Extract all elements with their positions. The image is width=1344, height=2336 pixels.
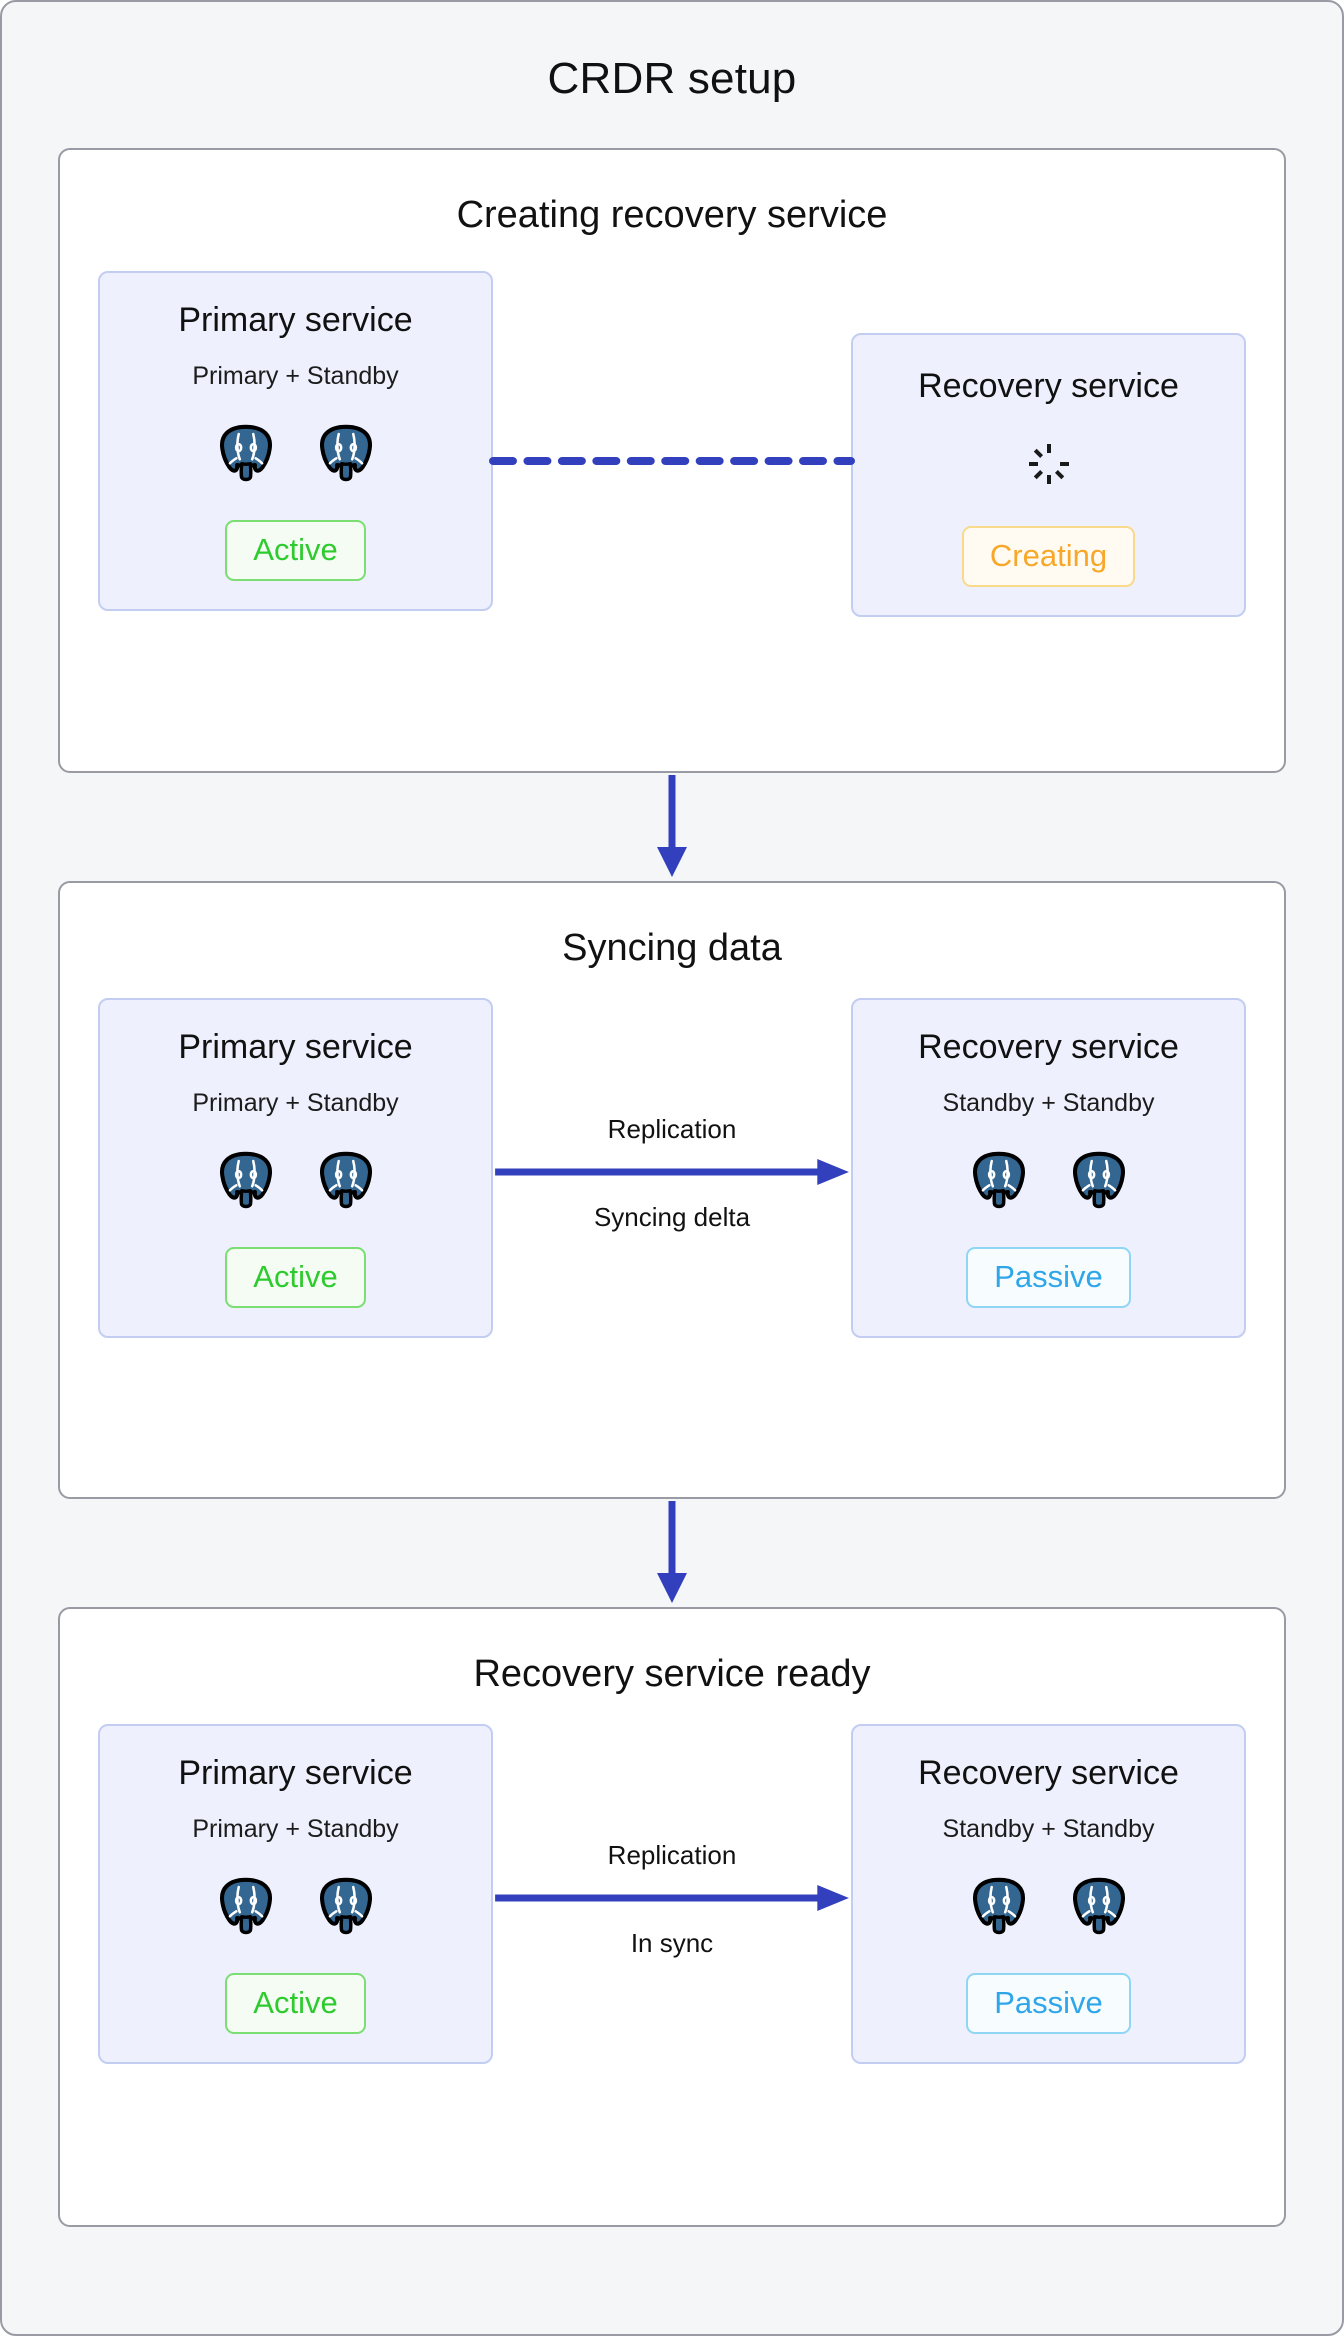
postgres-icon [215,421,277,488]
card-subtitle: Primary + Standby [192,361,399,390]
services-row: Primary service Primary + Standby [60,271,1284,618]
postgres-icon [315,1148,377,1215]
dashed-line-icon [489,453,855,471]
stage-title: Creating recovery service [456,194,888,236]
replication-connector: Replication In sync [493,1840,851,1959]
recovery-service-card: Recovery service Standby + Standby [851,1724,1246,2065]
replication-connector: Replication Syncing delta [493,1114,851,1233]
node-icon-group [871,1148,1226,1215]
card-subtitle: Standby + Standby [942,1814,1155,1843]
services-row: Primary service Primary + Standby [60,998,1284,1339]
primary-service-card: Primary service Primary + Standby [98,271,493,612]
postgres-icon [315,421,377,488]
node-icon-group [118,1874,473,1941]
replication-label-above: Replication [607,1114,737,1144]
stage-panel-creating-recovery-service: Creating recovery service Primary servic… [58,148,1286,773]
stage-connector: Replication In sync [493,1724,851,2064]
postgres-icon [215,1874,277,1941]
stage-title: Syncing data [562,927,782,969]
card-title: Recovery service [918,1028,1179,1066]
status-badge: Passive [966,1246,1131,1309]
card-title: Recovery service [918,367,1179,405]
card-title: Primary service [178,301,413,339]
primary-service-card: Primary service Primary + Standby [98,998,493,1339]
node-icon-group [871,1874,1226,1941]
stage-transition [58,1499,1286,1607]
postgres-icon [968,1148,1030,1215]
primary-service-card: Primary service Primary + Standby [98,1724,493,2065]
card-subtitle: Standby + Standby [942,1088,1155,1117]
status-badge: Passive [966,1972,1131,2035]
replication-label-below: In sync [630,1928,714,1959]
postgres-icon [315,1874,377,1941]
arrow-down-icon [652,773,692,884]
card-subtitle: Primary + Standby [192,1088,399,1117]
card-title: Primary service [178,1754,413,1792]
spinner-icon [871,434,1226,494]
card-title: Primary service [178,1028,413,1066]
stage-connector [489,271,855,617]
postgres-icon [968,1874,1030,1941]
recovery-service-card: Recovery service Standby + Standby [851,998,1246,1339]
status-badge: Creating [961,525,1136,588]
status-badge: Active [225,1246,366,1309]
stage-panel-recovery-service-ready: Recovery service ready Primary service P… [58,1607,1286,2227]
arrow-right-icon [493,1883,851,1918]
stage-transition [58,773,1286,881]
services-row: Primary service Primary + Standby [60,1724,1284,2065]
postgres-icon [1068,1148,1130,1215]
arrow-down-icon [652,1499,692,1610]
arrow-right-icon [493,1157,851,1192]
stage-panel-syncing-data: Syncing data Primary service Primary + S… [58,881,1286,1499]
node-icon-group [118,1148,473,1215]
postgres-icon [1068,1874,1130,1941]
card-subtitle: Primary + Standby [192,1814,399,1843]
status-badge: Active [225,1972,366,2035]
page-title: CRDR setup [547,54,797,103]
postgres-icon [215,1148,277,1215]
card-title: Recovery service [918,1754,1179,1792]
stage-title: Recovery service ready [473,1653,871,1695]
stage-connector: Replication Syncing delta [493,998,851,1338]
status-badge: Active [225,519,366,582]
replication-label-below: Syncing delta [593,1202,751,1233]
replication-label-above: Replication [607,1840,737,1870]
recovery-service-card: Recovery service Crea [851,333,1246,618]
node-icon-group [118,421,473,488]
